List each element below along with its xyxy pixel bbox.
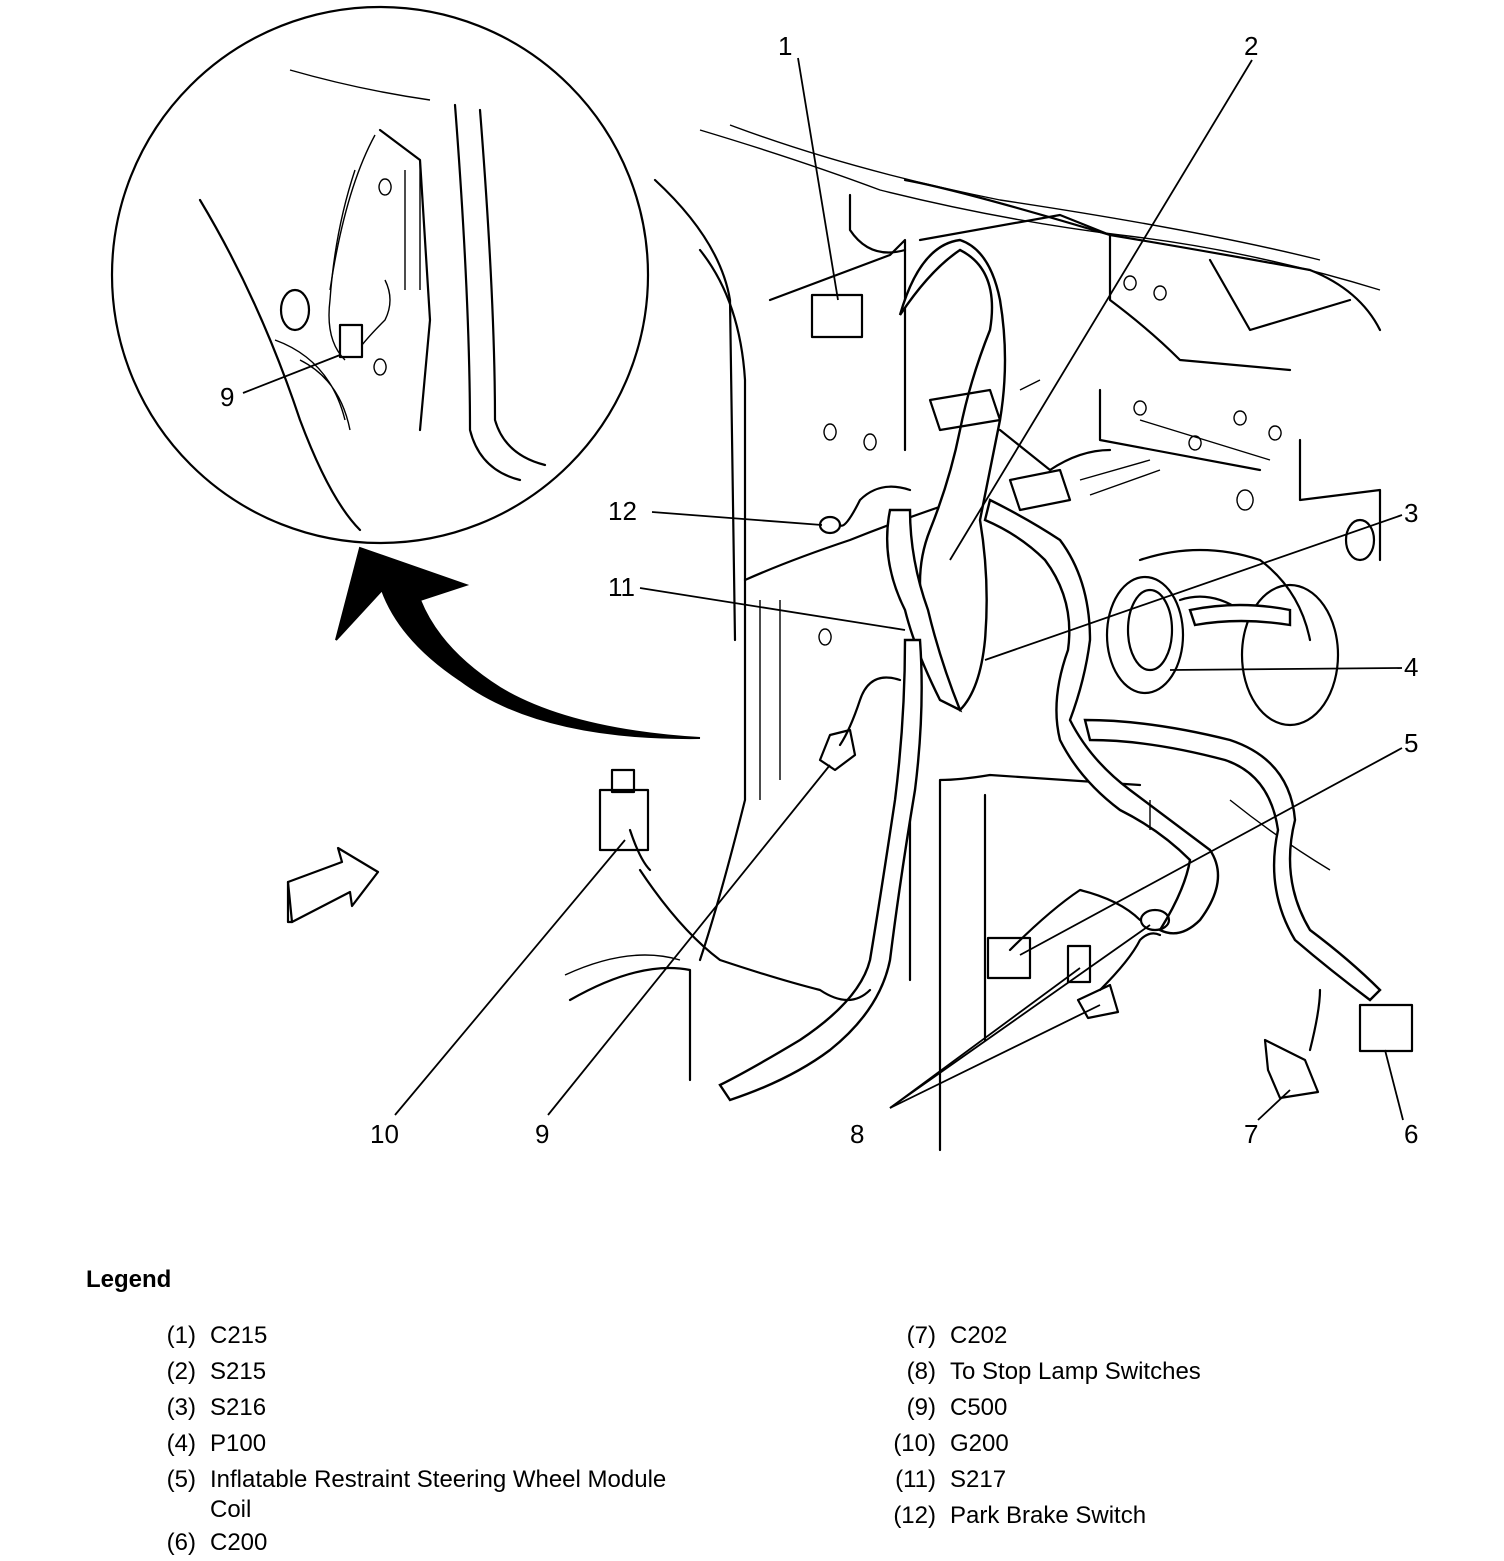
legend-item: (10) G200 — [880, 1426, 1410, 1462]
legend-item-label: G200 — [950, 1430, 1009, 1457]
callout-9: 9 — [535, 1119, 549, 1149]
legend-item-label: S217 — [950, 1466, 1007, 1493]
legend-item-label: S215 — [210, 1358, 267, 1385]
legend-item: (5) Inflatable Restraint Steering Wheel … — [140, 1462, 670, 1525]
callout-3: 3 — [1404, 498, 1418, 528]
callout-10: 10 — [370, 1119, 399, 1149]
legend-item-number: (7) — [906, 1322, 936, 1349]
legend-item-label: S216 — [210, 1394, 267, 1421]
legend-item-number: (5) — [166, 1466, 196, 1493]
legend-item: (4) P100 — [140, 1426, 670, 1462]
wiring-harness-diagram: 1 2 3 4 5 6 7 8 9 9 10 11 12 — [110, 5, 1418, 1152]
legend-item-number: (9) — [906, 1394, 936, 1421]
wiring-harness — [628, 238, 1382, 1102]
legend-item-number: (12) — [893, 1502, 936, 1529]
callout-6: 6 — [1404, 1119, 1418, 1149]
callout-12: 12 — [608, 496, 637, 526]
legend-item-label: Inflatable Restraint Steering Wheel Modu… — [210, 1466, 667, 1523]
legend-item-number: (6) — [166, 1529, 196, 1556]
legend-item-label: C500 — [950, 1394, 1008, 1421]
legend-item-number: (2) — [166, 1358, 196, 1385]
legend-item-label: C202 — [950, 1322, 1008, 1349]
callout-8: 8 — [850, 1119, 864, 1149]
legend-item-number: (11) — [895, 1466, 936, 1493]
legend-item-number: (8) — [906, 1358, 936, 1385]
leader-lines — [242, 57, 1404, 1121]
legend-item: (8) To Stop Lamp Switches — [880, 1354, 1410, 1390]
legend-item: (7) C202 — [880, 1318, 1410, 1354]
detail-view — [110, 5, 650, 545]
legend-item-label: Park Brake Switch — [950, 1502, 1147, 1529]
legend-item: (3) S216 — [140, 1390, 670, 1426]
legend-column-left: (1) C215 (2) S215 (3) S216 (4) P100 (5) … — [140, 1318, 670, 1561]
callout-2: 2 — [1244, 31, 1258, 61]
legend-item: (11) S217 — [880, 1462, 1410, 1498]
legend-item: (2) S215 — [140, 1354, 670, 1390]
callout-5: 5 — [1404, 728, 1418, 758]
legend-item-number: (4) — [166, 1430, 196, 1457]
legend-column-right: (7) C202 (8) To Stop Lamp Switches (9) C… — [880, 1318, 1410, 1534]
detail-arrow — [335, 546, 701, 740]
steering-column — [1105, 275, 1376, 727]
callout-9-detail: 9 — [220, 382, 234, 412]
legend-item-number: (3) — [166, 1394, 196, 1421]
legend-item: (6) C200 — [140, 1525, 670, 1561]
vehicle-body — [564, 124, 1382, 1152]
legend-item-label: P100 — [210, 1430, 267, 1457]
legend-item-label: C200 — [210, 1529, 268, 1556]
callout-labels: 1 2 3 4 5 6 7 8 9 9 10 11 12 — [220, 31, 1418, 1149]
legend-item: (1) C215 — [140, 1318, 670, 1354]
connectors — [598, 293, 1414, 1100]
callout-7: 7 — [1244, 1119, 1258, 1149]
legend-title: Legend — [86, 1266, 172, 1293]
legend-item-number: (10) — [893, 1430, 936, 1457]
legend-item-number: (1) — [166, 1322, 196, 1349]
legend-item: (9) C500 — [880, 1390, 1410, 1426]
legend-item-label: To Stop Lamp Switches — [950, 1358, 1201, 1385]
callout-1: 1 — [778, 31, 792, 61]
view-direction-arrow — [286, 846, 380, 924]
callout-11: 11 — [608, 572, 635, 602]
legend-item: (12) Park Brake Switch — [880, 1498, 1410, 1534]
legend-item-label: C215 — [210, 1322, 268, 1349]
callout-4: 4 — [1404, 652, 1418, 682]
